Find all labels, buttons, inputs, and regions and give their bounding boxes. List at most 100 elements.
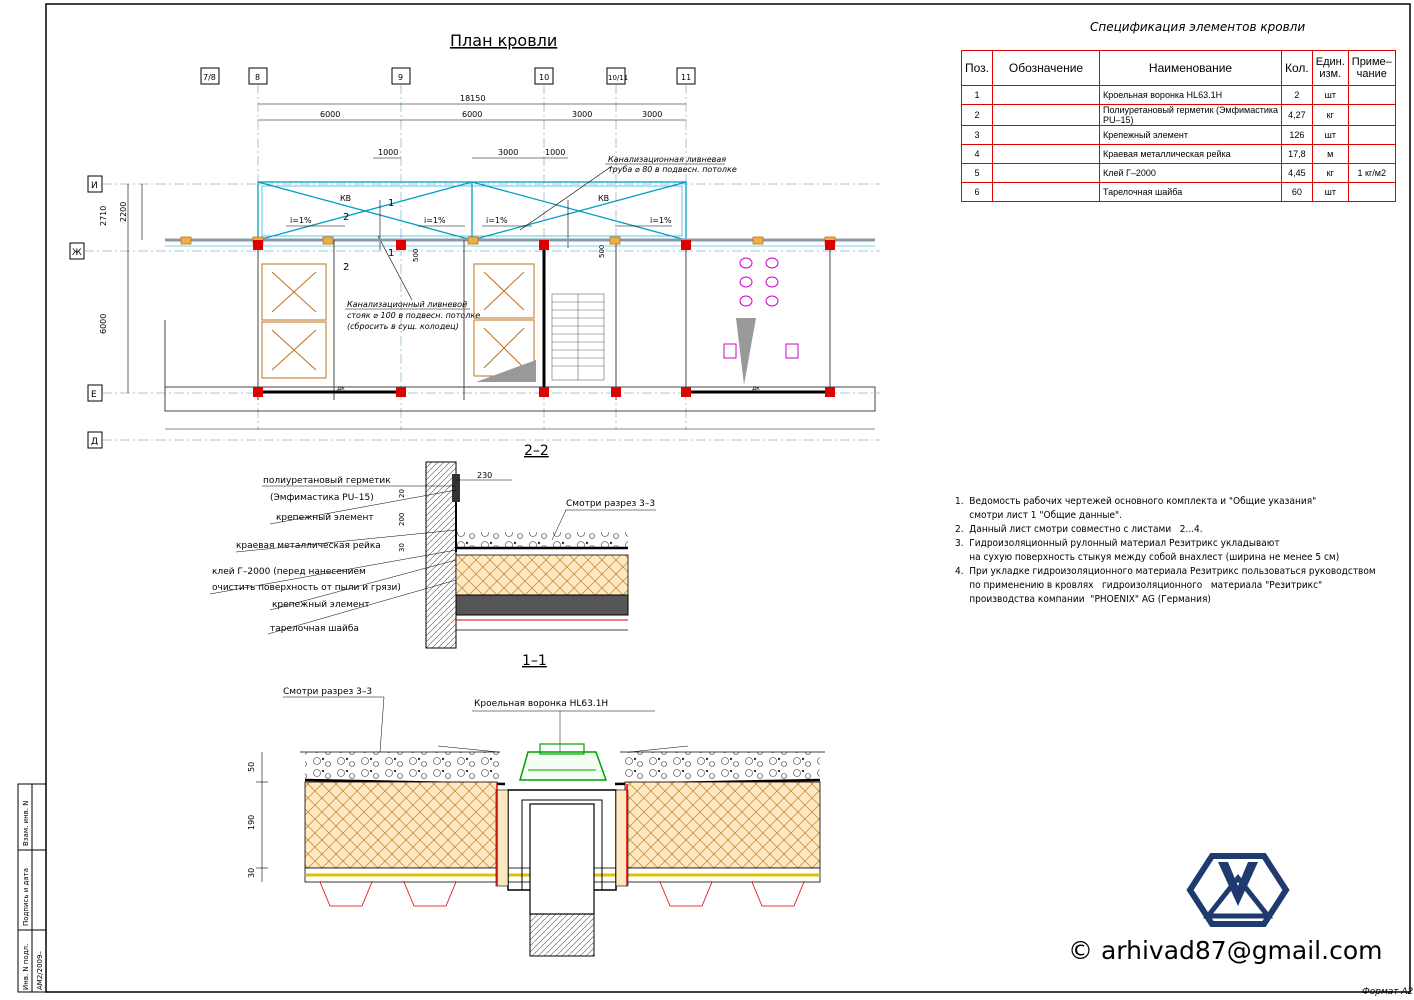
spec-cell-name: Крепежный элемент: [1099, 125, 1282, 145]
axis-top-4: 10/11: [608, 74, 628, 82]
section-11-dim-30: 30: [247, 868, 256, 878]
section-mark-1b: 1: [388, 248, 394, 259]
spec-header-name: Наименование: [1099, 50, 1282, 86]
dim-v-2710: 2710: [99, 206, 108, 226]
spec-cell-note: [1347, 125, 1396, 145]
dim-small-3: 1000: [545, 148, 565, 157]
stamp-cell-3: Взам. инв. N: [22, 801, 30, 846]
dim-500-b: 500: [598, 245, 606, 258]
dim-small-2: 3000: [498, 148, 518, 157]
section-22-dim-30: 30: [398, 543, 406, 552]
section-22-label-1: полиуретановый герметик: [263, 476, 391, 486]
section-mark-2a: 2: [343, 212, 349, 223]
stamp-code: АМ2/2009–: [36, 951, 44, 990]
roof-plan: План кровли 7/8 8 9 10 10/11 11 И Ж Е Д: [69, 31, 880, 449]
spec-title: Спецификация элементов кровли: [1090, 20, 1306, 34]
pipe-100-note-1: Канализационный ливневой: [347, 300, 467, 309]
spec-cell-unit: шт: [1311, 85, 1349, 105]
spec-cell-qty: 4,45: [1281, 163, 1313, 183]
dim-500-a: 500: [412, 249, 420, 262]
section-11-title: 1–1: [522, 653, 547, 669]
spec-header-code: Обозначение: [992, 50, 1100, 86]
axis-top-0: 7/8: [203, 73, 216, 82]
dim-span-3: 3000: [572, 110, 592, 119]
spec-cell-name: Кроельная воронка HL63.1H: [1099, 85, 1282, 105]
spec-cell-pos: 3: [961, 125, 993, 145]
copyright-email: © arhivad87@gmail.com: [1068, 936, 1383, 965]
building-walls: [164, 238, 876, 430]
kv-label-2: КВ: [598, 194, 609, 203]
dim-small-1: 1000: [378, 148, 398, 157]
section-22-see: Смотри разрез 3–3: [566, 499, 655, 509]
spec-cell-pos: 5: [961, 163, 993, 183]
spec-cell-note: 1 кг/м2: [1347, 163, 1396, 183]
section-22-label-2: (Эмфимастика PU–15): [270, 493, 374, 503]
sheet-format: Формат А2: [1362, 987, 1414, 997]
section-mark-1a: 1: [388, 198, 394, 209]
pipe-80-note-2: труба ⌀ 80 в подвесн. потолке: [608, 165, 737, 174]
axis-top-2: 9: [398, 73, 403, 82]
elevator-shafts: [261, 263, 535, 379]
spec-cell-unit: м: [1311, 144, 1349, 164]
dim-v-6000: 6000: [99, 314, 108, 334]
spec-cell-qty: 126: [1281, 125, 1313, 145]
dim-span-1: 6000: [320, 110, 340, 119]
dim-span-2: 6000: [462, 110, 482, 119]
axis-markers-left: И Ж Е Д: [69, 175, 103, 449]
spec-cell-unit: шт: [1311, 125, 1349, 145]
section-22-dim-20: 20: [398, 489, 406, 498]
axis-left-2: Е: [91, 390, 97, 400]
spec-cell-note: [1347, 144, 1396, 164]
spec-cell-code: [992, 125, 1100, 145]
spec-cell-qty: 4,27: [1281, 104, 1313, 126]
stamp-cell-1: Инв. N подл.: [22, 944, 30, 990]
spec-cell-unit: шт: [1311, 182, 1349, 202]
spec-cell-unit: кг: [1311, 163, 1349, 183]
note-line: смотри лист 1 "Общие данные".: [955, 510, 1123, 521]
dim-span-4: 3000: [642, 110, 662, 119]
section-22-label-8: тарелочная шайба: [270, 624, 359, 634]
section-22-dim-200: 200: [398, 513, 406, 526]
spec-cell-code: [992, 85, 1100, 105]
spec-cell-code: [992, 163, 1100, 183]
spec-header-pos: Поз.: [961, 50, 993, 86]
spec-cell-pos: 4: [961, 144, 993, 164]
axis-left-3: Д: [91, 437, 98, 447]
section-11-dim-50: 50: [247, 762, 256, 772]
spec-cell-pos: 2: [961, 104, 993, 126]
toilets: [723, 257, 799, 359]
slope-4: i=1%: [650, 216, 672, 225]
spec-cell-note: [1347, 182, 1396, 202]
spec-cell-name: Тарелочная шайба: [1099, 182, 1282, 202]
note-line: 2. Данный лист смотри совместно с листам…: [955, 524, 1203, 535]
dim-total: 18150: [460, 94, 485, 103]
spec-cell-code: [992, 104, 1100, 126]
spec-cell-pos: 1: [961, 85, 993, 105]
note-line: 4. При укладке гидроизоляционного матери…: [955, 566, 1376, 577]
spec-cell-code: [992, 182, 1100, 202]
section-11-see: Смотри разрез 3–3: [283, 687, 372, 697]
section-11-dim-190: 190: [247, 815, 256, 830]
stamp-cell-2: Подпись и дата: [22, 868, 30, 926]
section-22-label-6: очистить поверхность от пыли и грязи): [212, 583, 401, 593]
roof-funnel: [495, 743, 629, 957]
section-22-label-3: крепежный элемент: [276, 513, 374, 523]
funnel-label: Кроельная воронка HL63.1H: [474, 699, 608, 709]
profiled-deck: [319, 881, 805, 907]
plan-title: План кровли: [450, 31, 557, 50]
section-mark-2b: 2: [343, 262, 349, 273]
spec-cell-pos: 6: [961, 182, 993, 202]
slope-2: i=1%: [424, 216, 446, 225]
section-22-title: 2–2: [524, 443, 549, 459]
slope-1: i=1%: [290, 216, 312, 225]
section-1-1: 1–1 Смотри разрез 3–3 Кроельная воронка …: [247, 653, 825, 957]
note-line: по применению в кровлях гидроизоляционно…: [955, 580, 1323, 591]
spec-cell-unit: кг: [1311, 104, 1349, 126]
axis-top-5: 11: [681, 73, 691, 82]
dk-2: дк: [752, 385, 760, 392]
section-22-label-7: крепежный элемент: [272, 600, 370, 610]
